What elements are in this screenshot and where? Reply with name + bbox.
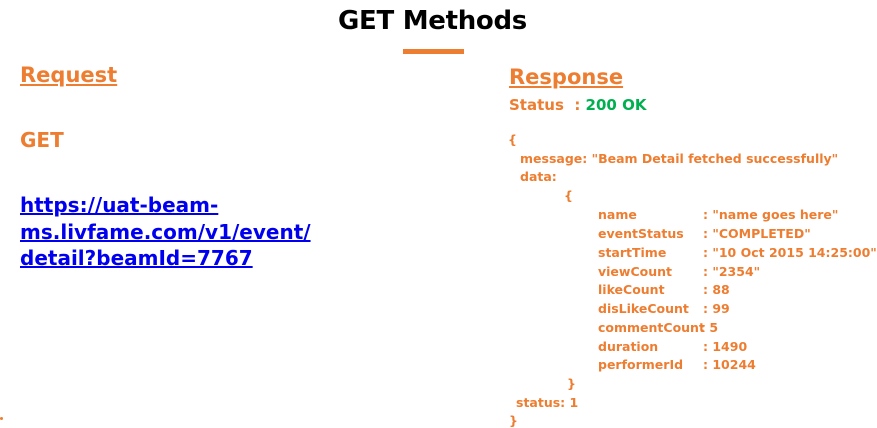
json-inner-open-brace: { bbox=[564, 188, 573, 203]
title-underline bbox=[403, 49, 464, 54]
json-data-label: data: bbox=[520, 169, 557, 184]
json-field-key: startTime bbox=[598, 245, 667, 260]
json-field-value: : "COMPLETED" bbox=[703, 226, 811, 241]
status-code: 200 OK bbox=[585, 96, 647, 114]
json-open-brace: { bbox=[508, 132, 517, 147]
json-field-value: : 1490 bbox=[703, 339, 748, 354]
json-field-value: : 5 bbox=[700, 320, 719, 335]
edge-mark bbox=[0, 417, 3, 420]
json-field-value: : 88 bbox=[703, 282, 730, 297]
json-field-key: name bbox=[598, 207, 637, 222]
json-field-key: viewCount bbox=[598, 264, 672, 279]
json-field-value: : "2354" bbox=[703, 264, 761, 279]
json-field-value: : "name goes here" bbox=[703, 207, 839, 222]
json-field-value: : "10 Oct 2015 14:25:00" bbox=[703, 245, 877, 260]
json-close-brace: } bbox=[509, 413, 518, 428]
json-field-key: disLikeCount bbox=[598, 301, 689, 316]
json-field-value: : 10244 bbox=[703, 357, 756, 372]
request-url-link[interactable]: https://uat-beam-ms.livfame.com/v1/event… bbox=[20, 193, 311, 270]
request-heading: Request bbox=[20, 63, 118, 87]
json-field-key: likeCount bbox=[598, 282, 665, 297]
json-field-key: duration bbox=[598, 339, 659, 354]
status-label: Status : bbox=[509, 96, 586, 114]
response-heading: Response bbox=[509, 65, 624, 89]
response-status: Status : 200 OK bbox=[509, 96, 646, 114]
json-message-line: message: "Beam Detail fetched successful… bbox=[520, 151, 839, 166]
json-status-line: status: 1 bbox=[516, 395, 579, 410]
json-field-key: commentCount bbox=[598, 320, 705, 335]
request-method: GET bbox=[20, 128, 64, 152]
json-field-key: performerId bbox=[598, 357, 684, 372]
page-title: GET Methods bbox=[338, 6, 527, 36]
json-inner-close-brace: } bbox=[567, 376, 576, 391]
json-field-key: eventStatus bbox=[598, 226, 684, 241]
json-field-value: : 99 bbox=[703, 301, 730, 316]
